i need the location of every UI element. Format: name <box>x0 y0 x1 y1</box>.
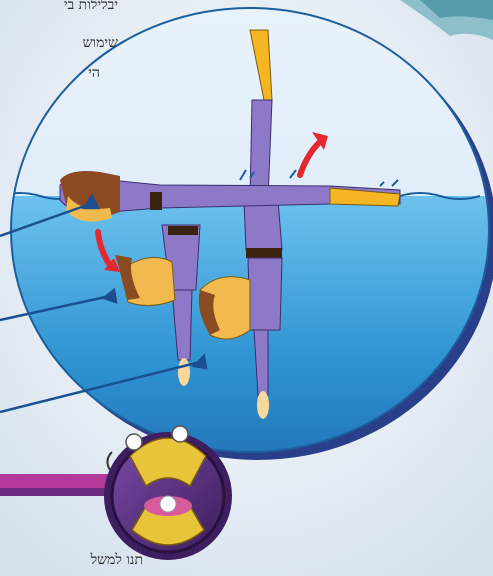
text-line-2: שימוש <box>0 35 118 52</box>
text-line-3: הי <box>0 65 100 82</box>
text-bottom: תנו למשל <box>0 552 143 569</box>
text-line-1: יבלילות בי <box>0 0 118 10</box>
